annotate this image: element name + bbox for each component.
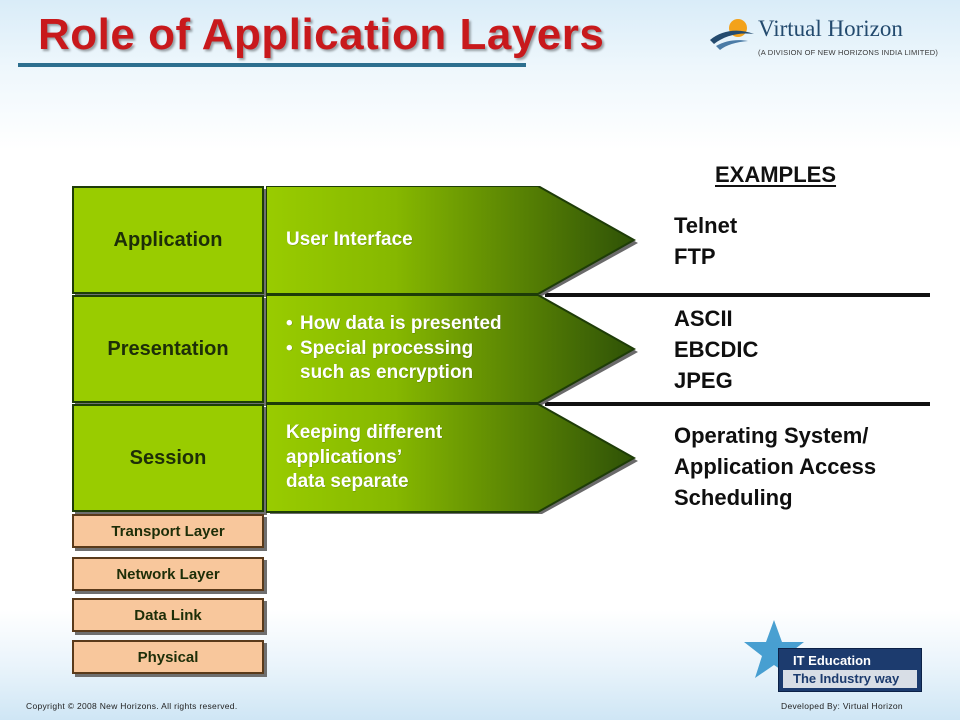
virtual-horizon-logo: Virtual Horizon (A DIVISION OF NEW HORIZ… [708, 14, 944, 64]
example-item: Telnet [674, 213, 738, 238]
row-divider-1 [545, 293, 930, 297]
star-icon [744, 620, 804, 678]
examples-heading: EXAMPLES [715, 162, 837, 187]
layer-data-link: Data Link [72, 598, 264, 632]
role-application-label: User Interface [286, 228, 413, 250]
header-background [0, 0, 960, 150]
bullet-continuation: such as encryption [300, 362, 474, 384]
sun-swoosh-icon [710, 19, 754, 50]
role-presentation-bullets: How data is presented Special processing [286, 312, 502, 361]
arrow-shape [266, 404, 638, 514]
logo-name: Virtual Horizon [758, 16, 903, 41]
example-item: Operating System/ [674, 423, 869, 448]
example-item: FTP [674, 244, 716, 269]
badge-line-2: The Industry way [783, 670, 917, 688]
session-line: applications’ [286, 446, 403, 468]
it-education-badge: IT Education The Industry way [778, 648, 922, 692]
slide-title: Role of Application Layers [38, 10, 605, 59]
layer-session: Session [72, 404, 264, 512]
layer-physical: Physical [72, 640, 264, 674]
example-item: Scheduling [674, 485, 793, 510]
footer-developer: Developed By: Virtual Horizon [781, 701, 903, 711]
role-text-presentation: How data is presented Special processing… [286, 295, 502, 403]
example-item: EBCDIC [674, 337, 759, 362]
examples-application: Telnet FTP [674, 210, 737, 272]
footer-copyright: Copyright © 2008 New Horizons. All right… [26, 701, 238, 711]
bullet-item: How data is presented [286, 312, 502, 337]
role-text-application: User Interface [286, 186, 413, 294]
example-item: Application Access [674, 454, 877, 479]
badge-line-1: IT Education [793, 653, 871, 668]
role-text-session: Keeping different applications’ data sep… [286, 404, 442, 512]
logo-subtitle: (A DIVISION OF NEW HORIZONS INDIA LIMITE… [758, 48, 939, 57]
layer-network: Network Layer [72, 557, 264, 591]
layer-transport: Transport Layer [72, 514, 264, 548]
layer-presentation: Presentation [72, 295, 264, 403]
example-item: JPEG [674, 368, 733, 393]
arrow-shape [266, 186, 638, 296]
role-arrow-application: User Interface [266, 186, 638, 296]
title-underline [18, 63, 526, 67]
session-line: data separate [286, 471, 409, 493]
examples-session: Operating System/ Application Access Sch… [674, 420, 876, 513]
example-item: ASCII [674, 306, 733, 331]
examples-presentation: ASCII EBCDIC JPEG [674, 303, 758, 396]
session-line: Keeping different [286, 421, 443, 443]
row-divider-2 [545, 402, 930, 406]
layer-application: Application [72, 186, 264, 294]
role-arrow-session: Keeping different applications’ data sep… [266, 404, 638, 514]
role-arrow-presentation: How data is presented Special processing… [266, 295, 638, 405]
bullet-item: Special processing [286, 337, 502, 362]
